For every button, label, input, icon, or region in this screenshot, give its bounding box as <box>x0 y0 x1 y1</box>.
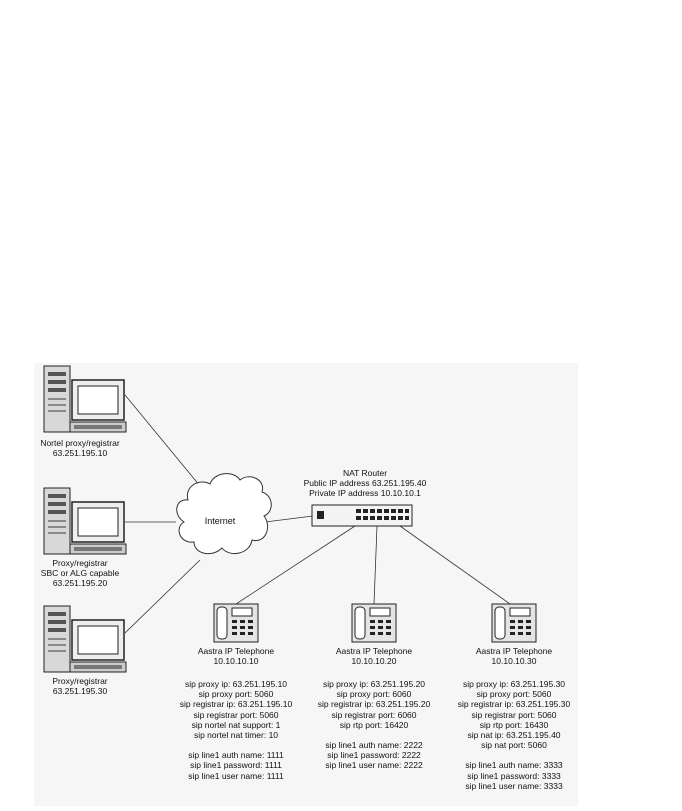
internet-cloud-icon <box>176 473 272 555</box>
router-private-ip: Private IP address 10.10.10.1 <box>309 488 421 499</box>
phone-config: sip proxy ip: 63.251.195.10 sip proxy po… <box>158 679 314 781</box>
spacer <box>436 750 592 760</box>
server-name: Proxy/registrar <box>52 558 108 568</box>
link-server1-internet <box>124 394 201 487</box>
phone-name: Aastra IP Telephone <box>475 646 553 656</box>
internet-label: Internet <box>204 516 236 526</box>
phone-label: Aastra IP Telephone 10.10.10.20 <box>314 646 434 666</box>
phone-name: Aastra IP Telephone <box>197 646 275 656</box>
phone-ip: 10.10.10.30 <box>491 656 537 667</box>
config-line: sip nortel nat timer: 10 <box>193 730 279 741</box>
spacer <box>296 730 452 740</box>
server-ip: 63.251.195.30 <box>52 686 108 697</box>
config-line: sip registrar ip: 63.251.195.30 <box>457 699 571 710</box>
config-line: sip registrar port: 6060 <box>331 709 417 720</box>
line-config: sip line1 auth name: 3333 <box>465 760 563 771</box>
ip-phone-icon <box>213 603 259 643</box>
line-config: sip line1 auth name: 1111 <box>188 750 284 761</box>
line-config: sip line1 user name: 2222 <box>325 760 423 771</box>
config-line: sip rtp port: 16430 <box>479 719 549 730</box>
server-computer-icon <box>43 487 127 555</box>
server-label: Proxy/registrar 63.251.195.30 <box>20 676 140 696</box>
phone-ip: 10.10.10.10 <box>213 656 259 667</box>
spacer <box>158 740 314 750</box>
router-public-ip: Public IP address 63.251.195.40 <box>303 478 427 489</box>
config-line: sip proxy ip: 63.251.195.20 <box>322 679 426 689</box>
line-config: sip line1 password: 3333 <box>467 770 561 781</box>
link-router-phone1 <box>235 525 356 605</box>
server-name: Proxy/registrar <box>52 676 108 686</box>
config-line: sip registrar ip: 63.251.195.10 <box>179 699 293 710</box>
config-line: sip rtp port: 16420 <box>339 719 409 730</box>
router-label: NAT Router Public IP address 63.251.195.… <box>280 468 450 499</box>
server-computer-icon <box>43 605 127 673</box>
link-internet-router <box>264 515 314 523</box>
phone-config: sip proxy ip: 63.251.195.30 sip proxy po… <box>436 679 592 791</box>
config-line: sip registrar ip: 63.251.195.20 <box>317 699 431 710</box>
line-config: sip line1 password: 1111 <box>190 760 282 771</box>
server-capability: SBC or ALG capable <box>40 568 120 579</box>
config-line: sip proxy port: 5060 <box>476 689 552 700</box>
phone-name: Aastra IP Telephone <box>335 646 413 656</box>
diagram-panel <box>34 363 578 806</box>
line-config: sip line1 auth name: 2222 <box>325 740 423 751</box>
config-line: sip registrar port: 5060 <box>193 709 279 720</box>
line-config: sip line1 user name: 3333 <box>465 780 563 791</box>
line-config: sip line1 password: 2222 <box>327 750 421 761</box>
config-line: sip proxy port: 6060 <box>336 689 412 700</box>
phone-ip: 10.10.10.20 <box>351 656 397 667</box>
line-config: sip line1 user name: 1111 <box>188 770 284 781</box>
link-server3-internet <box>124 559 201 634</box>
server-name: Nortel proxy/registrar <box>40 438 120 448</box>
server-label: Proxy/registrar SBC or ALG capable 63.25… <box>20 558 140 589</box>
router-icon <box>311 504 413 527</box>
config-line: sip proxy ip: 63.251.195.30 <box>462 679 566 689</box>
server-label: Nortel proxy/registrar 63.251.195.10 <box>20 438 140 458</box>
server-ip: 63.251.195.20 <box>52 578 108 589</box>
server-computer-icon <box>43 365 127 433</box>
link-router-phone2 <box>373 525 378 605</box>
router-title: NAT Router <box>342 468 388 478</box>
ip-phone-icon <box>351 603 397 643</box>
link-router-phone3 <box>399 525 511 605</box>
config-line: sip proxy ip: 63.251.195.10 <box>184 679 288 689</box>
phone-config: sip proxy ip: 63.251.195.20 sip proxy po… <box>296 679 452 771</box>
config-line: sip nat port: 5060 <box>481 740 547 751</box>
phone-label: Aastra IP Telephone 10.10.10.30 <box>454 646 574 666</box>
server-ip: 63.251.195.10 <box>52 448 108 459</box>
config-line: sip proxy port: 5060 <box>198 689 274 700</box>
phone-label: Aastra IP Telephone 10.10.10.10 <box>176 646 296 666</box>
config-line: sip nat ip: 63.251.195.40 <box>467 730 561 741</box>
config-line: sip nortel nat support: 1 <box>191 719 281 730</box>
ip-phone-icon <box>491 603 537 643</box>
config-line: sip registrar port: 5060 <box>471 709 557 720</box>
